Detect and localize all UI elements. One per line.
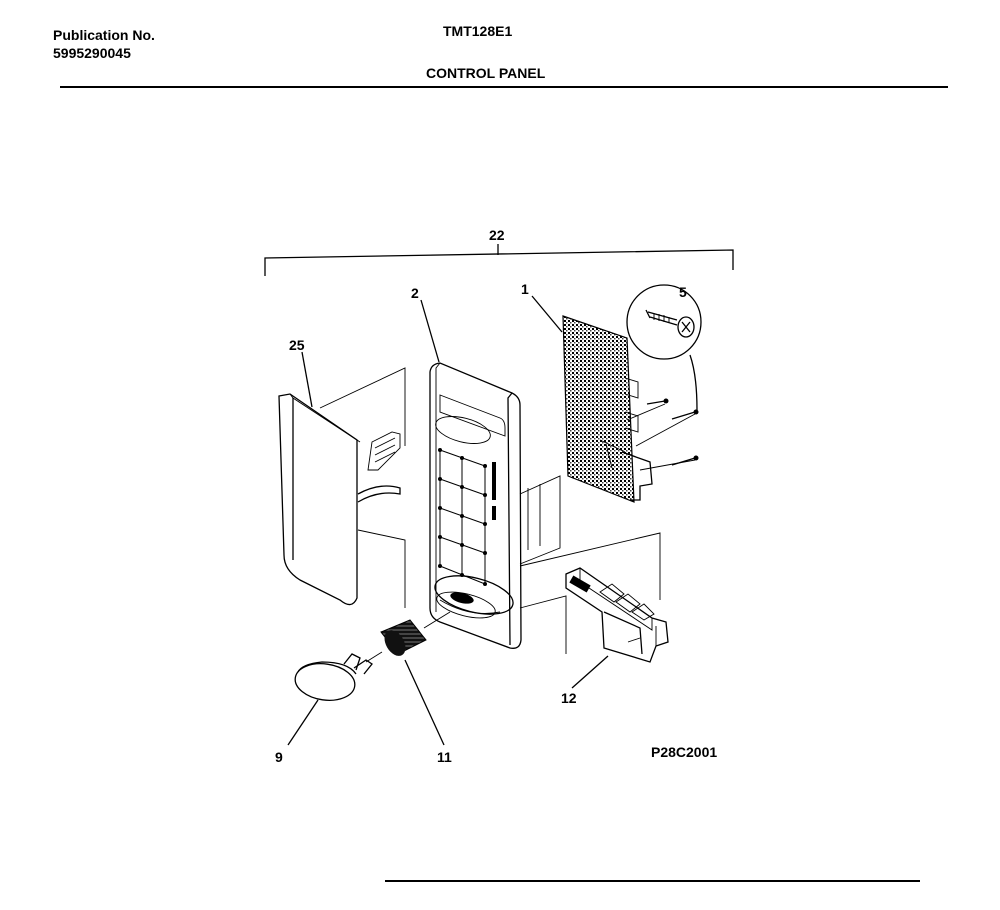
callout-5: 5 bbox=[679, 284, 687, 300]
callout-9: 9 bbox=[275, 749, 283, 765]
spring-part bbox=[380, 611, 451, 656]
overlay-part bbox=[278, 367, 406, 608]
section-title: CONTROL PANEL bbox=[426, 65, 546, 81]
latch-bracket-part bbox=[565, 567, 669, 663]
circuit-board-part bbox=[562, 315, 699, 503]
callout-12: 12 bbox=[561, 690, 577, 706]
callout-22: 22 bbox=[489, 227, 505, 243]
publication-number: 5995290045 bbox=[53, 45, 131, 61]
publication-label: Publication No. bbox=[53, 27, 155, 43]
knob-part bbox=[294, 651, 383, 701]
assembly-bracket bbox=[264, 244, 734, 276]
callout-2: 2 bbox=[411, 285, 419, 301]
control-panel-part bbox=[429, 362, 661, 654]
model-number: TMT128E1 bbox=[443, 23, 513, 39]
leader-11 bbox=[404, 659, 445, 746]
footer-rule bbox=[385, 880, 920, 882]
callout-25: 25 bbox=[289, 337, 305, 353]
screw-detail bbox=[626, 284, 702, 411]
leader-12 bbox=[571, 655, 609, 689]
figure-code: P28C2001 bbox=[651, 744, 717, 760]
callout-1: 1 bbox=[521, 281, 529, 297]
leader-25 bbox=[301, 351, 313, 408]
header-rule bbox=[60, 86, 948, 88]
leader-1 bbox=[531, 295, 563, 333]
leader-9 bbox=[287, 699, 319, 746]
callout-11: 11 bbox=[437, 749, 452, 765]
leader-2 bbox=[420, 299, 440, 363]
